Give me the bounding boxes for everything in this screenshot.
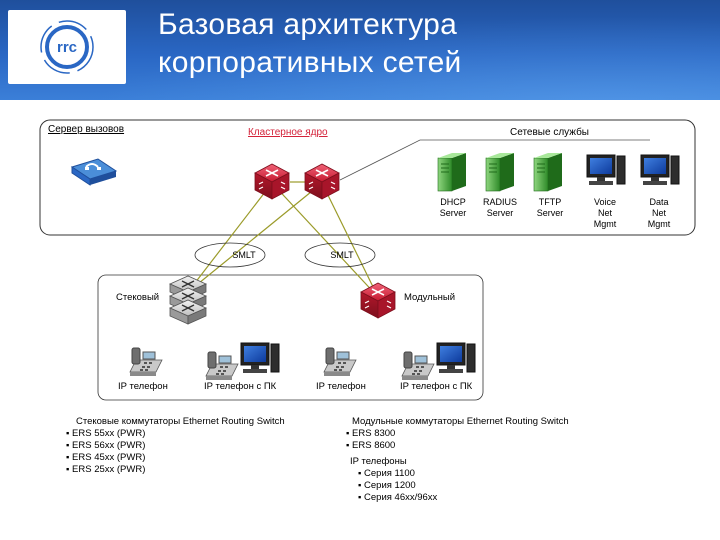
smlt-label-left: SMLT <box>232 250 256 260</box>
service-label-data: Data Net Mgmt <box>647 197 671 229</box>
modular-label: Модульный <box>404 292 456 303</box>
ip-phone-1-icon <box>129 347 163 377</box>
service-label-tftp: TFTP Server <box>536 197 564 218</box>
network-links <box>187 181 379 298</box>
smlt-oval-left <box>194 242 266 268</box>
ip-phone-pc-2-label: IP телефон с ПК <box>400 381 473 392</box>
access-frame <box>97 274 484 401</box>
notes-left-list: ERS 55xx (PWR) ERS 56xx (PWR) ERS 45xx (… <box>66 428 145 476</box>
ip-phone-2-label: IP телефон <box>316 381 366 392</box>
ip-phone-pc-1-icon <box>205 342 280 381</box>
ip-phone-1-label: IP телефон <box>118 381 168 392</box>
list-item: Серия 1100 <box>348 468 437 480</box>
header-banner: rrc Базовая архитектура корпоративных се… <box>0 0 720 100</box>
ip-phone-2-icon <box>323 347 357 377</box>
service-label-radius: RADIUS Server <box>482 197 517 218</box>
ip-phones-list: Серия 1100 Серия 1200 Серия 46xx/96xx <box>348 468 437 504</box>
data-mgmt-pc-icon <box>640 154 680 186</box>
core-router-1-icon <box>254 163 290 200</box>
list-item: ERS 25xx (PWR) <box>66 464 145 476</box>
core-frame <box>39 119 696 236</box>
notes-left-heading: Стековые коммутаторы Ethernet Routing Sw… <box>76 416 285 427</box>
service-label-voice: Voice Net Mgmt <box>593 197 617 229</box>
link-core1-stack <box>187 182 273 293</box>
list-item: ERS 45xx (PWR) <box>66 452 145 464</box>
notes-right-heading: Модульные коммутаторы Ethernet Routing S… <box>352 416 569 427</box>
notes-right-list: ERS 8300 ERS 8600 <box>346 428 395 452</box>
tftp-server-icon <box>533 152 563 192</box>
ip-phone-pc-1-label: IP телефон с ПК <box>204 381 277 392</box>
radius-server-icon <box>485 152 515 192</box>
title-line-1: Базовая архитектура <box>158 8 458 41</box>
smlt-label-right: SMLT <box>330 250 354 260</box>
network-services-label: Сетевые службы <box>510 127 589 138</box>
rrc-logo-icon: rrc <box>40 20 94 74</box>
list-item: Серия 46xx/96xx <box>348 492 437 504</box>
service-label-dhcp: DHCP Server <box>439 197 467 218</box>
page-title: Базовая архитектура корпоративных сетей <box>158 6 462 82</box>
dhcp-server-icon <box>437 152 467 192</box>
list-item: ERS 8300 <box>346 428 395 440</box>
service-links <box>339 139 650 181</box>
list-item: Серия 1200 <box>348 480 437 492</box>
ip-phones-heading: IP телефоны <box>350 456 407 467</box>
stackable-label: Стековый <box>116 292 160 303</box>
link-core2-stack <box>187 182 323 293</box>
ip-phone-pc-2-icon <box>401 342 476 381</box>
core-router-2-icon <box>304 163 340 200</box>
link-core1-modular <box>271 182 379 298</box>
smlt-oval-right <box>304 242 376 268</box>
modular-switch-icon <box>360 282 396 319</box>
voice-mgmt-pc-icon <box>586 154 626 186</box>
logo-text: rrc <box>57 39 77 56</box>
list-item: ERS 8600 <box>346 440 395 452</box>
stackable-switch-icon <box>169 275 207 325</box>
call-server-icon <box>70 158 118 186</box>
list-item: ERS 56xx (PWR) <box>66 440 145 452</box>
logo: rrc <box>8 10 126 84</box>
cluster-core-label: Кластерное ядро <box>248 127 328 138</box>
call-server-label: Сервер вызовов <box>48 124 125 135</box>
list-item: ERS 55xx (PWR) <box>66 428 145 440</box>
link-core2-modular <box>321 182 379 298</box>
title-line-2: корпоративных сетей <box>158 46 462 79</box>
